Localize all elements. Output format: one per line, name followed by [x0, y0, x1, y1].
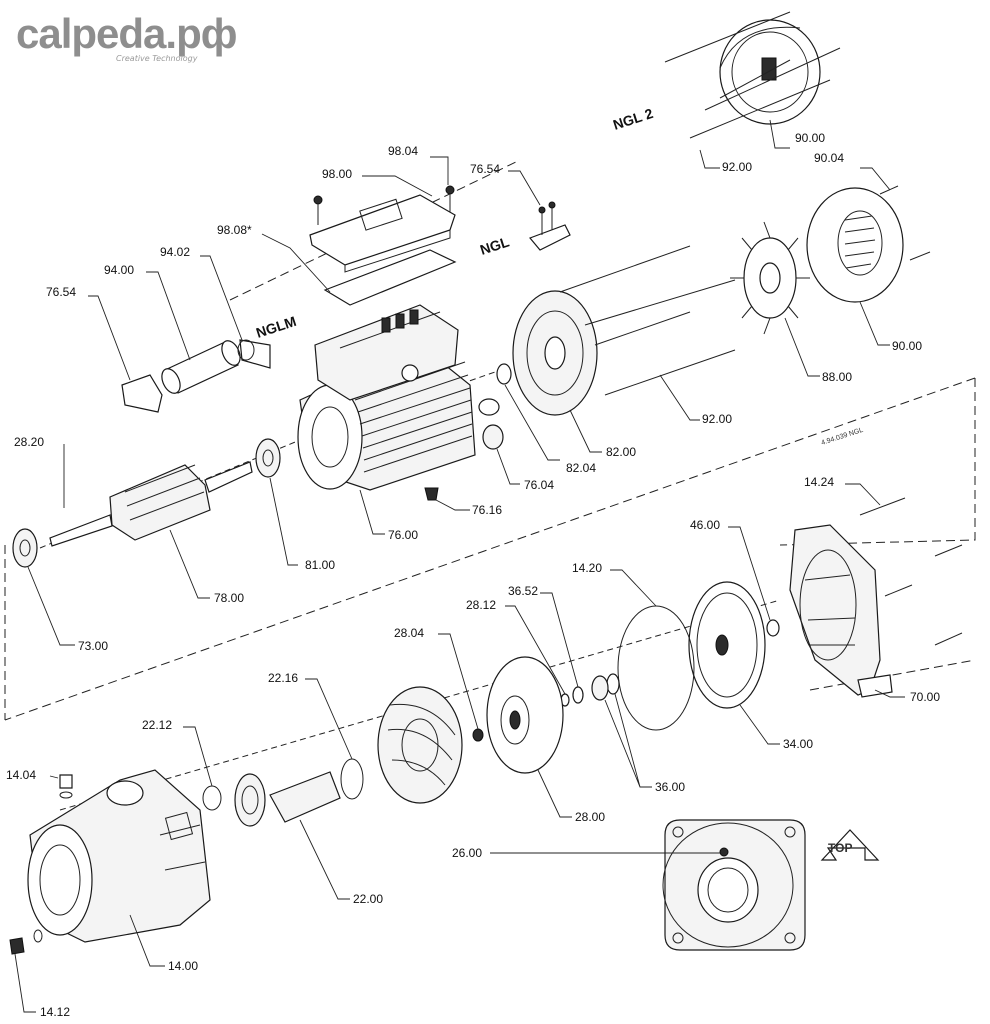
top-orientation-detail [662, 819, 806, 951]
cover-screw-shanks [317, 194, 451, 225]
motor-casing [297, 304, 476, 491]
logo-tagline: Creative Technology [116, 54, 198, 63]
ngl2-fan-cover [719, 19, 821, 125]
label-28-20: 28.20 [14, 435, 44, 449]
label-14-00: 14.00 [168, 959, 198, 973]
terminal-block-top [528, 201, 571, 251]
capacitor-seal [237, 339, 255, 361]
o-ring-22-16 [340, 758, 364, 800]
leader-lines [14, 119, 905, 1013]
impeller [486, 656, 564, 774]
label-88-00: 88.00 [822, 370, 852, 384]
label-22-16: 22.16 [268, 671, 298, 685]
rotor-shaft [49, 461, 253, 547]
label-28-00: 28.00 [575, 810, 605, 824]
label-78-00: 78.00 [214, 591, 244, 605]
pump-casing [27, 769, 211, 943]
o-ring-22-12 [202, 785, 222, 811]
label-26-00: 26.00 [452, 846, 482, 860]
label-92-00-top: 92.00 [722, 160, 752, 174]
bracket-bolts [859, 497, 963, 646]
impeller-nut [472, 728, 484, 742]
priming-plug [59, 774, 73, 789]
variant-tag-ngl2: NGL 2 [611, 105, 655, 133]
washer-46 [766, 619, 780, 637]
label-76-00: 76.00 [388, 528, 418, 542]
label-70-00: 70.00 [910, 690, 940, 704]
label-94-02: 94.02 [160, 245, 190, 259]
label-98-04: 98.04 [388, 144, 418, 158]
label-28-04: 28.04 [394, 626, 424, 640]
variant-tag-ngl: NGL [478, 233, 511, 257]
label-14-20: 14.20 [572, 561, 602, 575]
label-94-00: 94.00 [104, 263, 134, 277]
label-22-00: 22.00 [353, 892, 383, 906]
label-90-00: 90.00 [892, 339, 922, 353]
capacitor [161, 340, 241, 394]
label-36-00: 36.00 [655, 780, 685, 794]
mechanical-seal [591, 675, 609, 701]
label-98-00: 98.00 [322, 167, 352, 181]
logo-brand-text: calpeda.рф [16, 10, 237, 57]
bearing-front [12, 528, 38, 568]
cable-gland [482, 424, 504, 450]
label-76-16: 76.16 [472, 503, 502, 517]
top-arrow-icon [820, 829, 880, 861]
right-bracket-divider [779, 378, 976, 546]
label-22-12: 22.12 [142, 718, 172, 732]
cooling-fan [730, 221, 810, 335]
drain-plug [424, 487, 439, 501]
label-92-00: 92.00 [702, 412, 732, 426]
label-36-52: 36.52 [508, 584, 538, 598]
tie-rods [559, 245, 736, 396]
motor-end-shield [512, 290, 598, 416]
label-90-04: 90.04 [814, 151, 844, 165]
label-76-04: 76.04 [524, 478, 554, 492]
top-marker-label: TOP [828, 841, 852, 855]
label-34-00: 34.00 [783, 737, 813, 751]
ngl2-tie-rods [664, 11, 841, 139]
drain-plug-14-12 [9, 937, 25, 955]
label-14-12: 14.12 [40, 1005, 70, 1019]
label-90-00-top: 90.00 [795, 131, 825, 145]
cover-screw-right [445, 185, 455, 195]
label-73-00: 73.00 [78, 639, 108, 653]
diffuser [377, 686, 463, 804]
label-76-54-left: 76.54 [46, 285, 76, 299]
label-14-04: 14.04 [6, 768, 36, 782]
seal-ring-b [572, 686, 584, 704]
terminal-block-left [121, 374, 163, 413]
label-76-54-top: 76.54 [470, 162, 500, 176]
cable-gland-seal [478, 398, 500, 416]
seal-ring-a [606, 673, 620, 695]
variant-tag-nglm: NGLM [254, 313, 298, 341]
fan-cover-screws [879, 185, 931, 261]
upper-section-divider [4, 377, 976, 721]
bearing-seal-ring [496, 363, 512, 385]
label-82-00: 82.00 [606, 445, 636, 459]
cover-screw-left [313, 195, 323, 205]
label-28-12: 28.12 [466, 598, 496, 612]
label-82-04: 82.04 [566, 461, 596, 475]
terminal-box-cover [309, 194, 456, 273]
venturi-ejector [234, 771, 341, 827]
label-14-24: 14.24 [804, 475, 834, 489]
capacitor-bracket [239, 339, 271, 369]
label-46-00: 46.00 [690, 518, 720, 532]
label-81-00: 81.00 [305, 558, 335, 572]
terminal-box-gasket [323, 249, 457, 306]
label-98-08: 98.08* [217, 223, 252, 237]
brand-logo: calpeda.рф Creative Technology [16, 10, 237, 63]
fan-cover [806, 187, 904, 303]
bearing-rear [255, 438, 281, 478]
pump-bracket [789, 524, 893, 698]
o-ring-large [617, 605, 695, 731]
